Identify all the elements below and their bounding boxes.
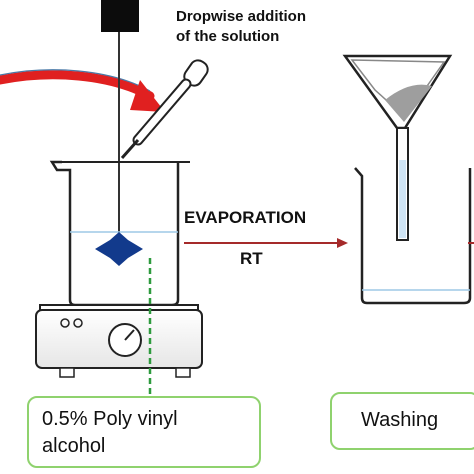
stirrer-blade-icon	[95, 232, 143, 266]
dropwise-label-line2: of the solution	[176, 28, 280, 45]
pva-box: 0.5% Poly vinyl alcohol	[27, 396, 261, 468]
curved-red-arrow-head	[130, 80, 165, 112]
washing-beaker	[354, 167, 472, 305]
curved-red-arrow	[0, 70, 155, 101]
dropper-icon	[120, 59, 209, 159]
evaporation-label: EVAPORATION	[184, 208, 307, 227]
pva-label-line2: alcohol	[42, 435, 106, 457]
washing-label: Washing	[361, 409, 439, 431]
curved-arrow-outline	[0, 69, 151, 92]
dropwise-label-line1: Dropwise addition	[176, 8, 307, 25]
hot-plate-dial-needle	[124, 329, 135, 341]
rt-label: RT	[240, 249, 263, 268]
hot-plate-foot	[59, 367, 75, 378]
evaporation-arrow-head	[337, 238, 348, 248]
washing-box: Washing	[330, 392, 474, 450]
hot-plate-knob	[73, 318, 83, 328]
pva-label-line1: 0.5% Poly vinyl	[42, 408, 178, 430]
hot-plate-foot	[175, 367, 191, 378]
funnel-icon	[342, 54, 453, 241]
beaker-left	[49, 160, 180, 307]
hot-plate-knob	[60, 318, 70, 328]
stirrer-motor	[101, 0, 139, 32]
